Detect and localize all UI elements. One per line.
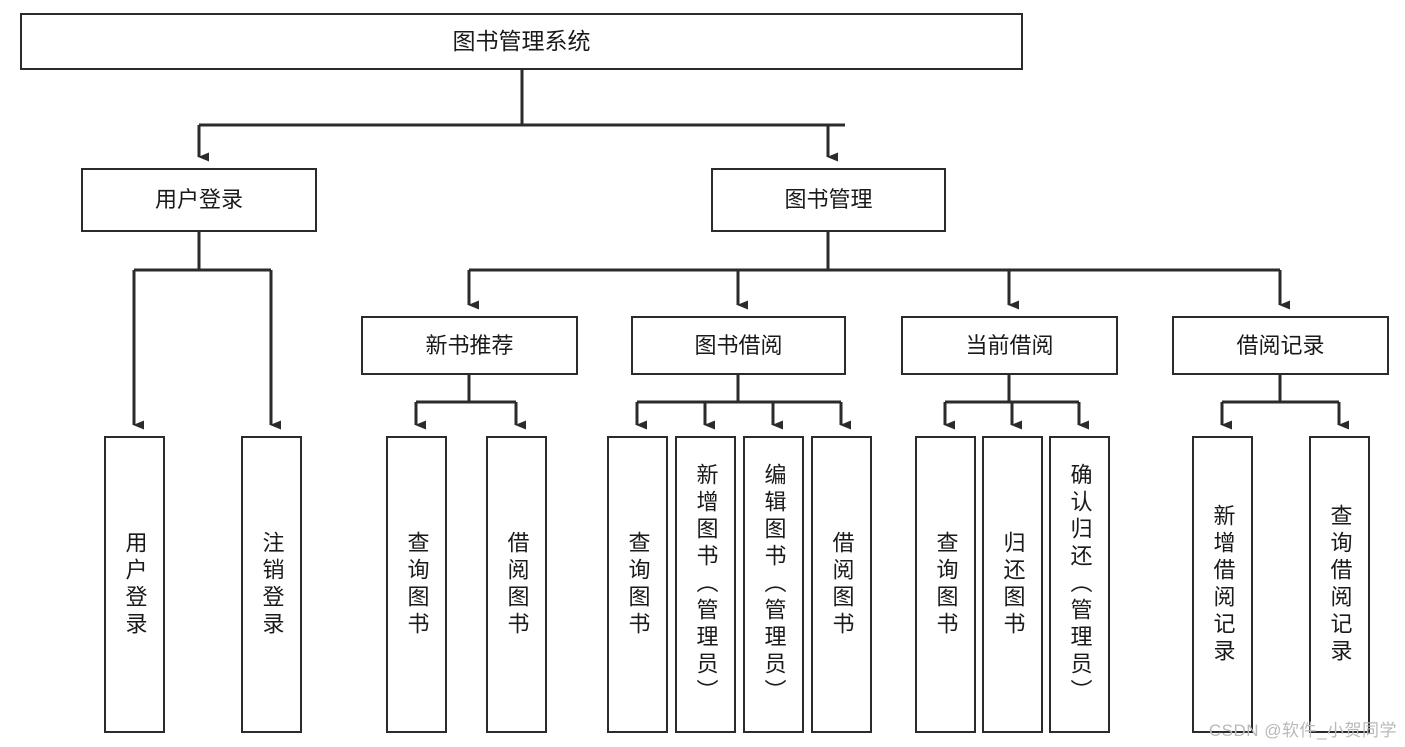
node-user-login[interactable]: 用户登录 [81,168,317,232]
node-leaf-query-book-2[interactable]: 查询图书 [607,436,668,733]
node-user-login-label: 用户登录 [154,187,243,212]
node-root-system[interactable]: 图书管理系统 [20,13,1023,70]
node-leaf-edit-book-label: 编辑图书（管理员） [761,463,787,706]
node-current-borrow[interactable]: 当前借阅 [901,316,1118,375]
node-leaf-borrow-book-2[interactable]: 借阅图书 [811,436,872,733]
node-leaf-query-book-1-label: 查询图书 [404,530,430,639]
node-leaf-query-book-3-label: 查询图书 [933,530,959,639]
csdn-watermark: CSDN @软件_小贺同学 [1208,721,1397,740]
node-leaf-add-book[interactable]: 新增图书（管理员） [675,436,736,733]
node-leaf-confirm-return-label: 确认归还（管理员） [1067,463,1093,706]
node-new-book-recommend-label: 新书推荐 [425,332,514,358]
node-leaf-return-book-label: 归还图书 [1000,530,1026,639]
node-leaf-query-record-label: 查询借阅记录 [1327,503,1353,666]
node-leaf-logout-login-label: 注销登录 [259,530,285,639]
node-leaf-logout-login[interactable]: 注销登录 [241,436,302,733]
node-leaf-borrow-book-1-label: 借阅图书 [504,530,530,639]
node-book-manage[interactable]: 图书管理 [711,168,946,232]
node-current-borrow-label: 当前借阅 [965,332,1054,358]
node-leaf-add-record[interactable]: 新增借阅记录 [1192,436,1253,733]
node-borrow-record[interactable]: 借阅记录 [1172,316,1389,375]
node-leaf-confirm-return[interactable]: 确认归还（管理员） [1049,436,1110,733]
node-book-borrow[interactable]: 图书借阅 [631,316,846,375]
node-leaf-edit-book[interactable]: 编辑图书（管理员） [743,436,804,733]
node-new-book-recommend[interactable]: 新书推荐 [361,316,578,375]
node-book-borrow-label: 图书借阅 [694,332,783,358]
node-leaf-user-login[interactable]: 用户登录 [104,436,165,733]
node-root-system-label: 图书管理系统 [452,28,591,54]
node-leaf-add-book-label: 新增图书（管理员） [693,463,719,706]
node-leaf-borrow-book-1[interactable]: 借阅图书 [486,436,547,733]
node-leaf-user-login-label: 用户登录 [122,530,148,639]
node-leaf-query-book-1[interactable]: 查询图书 [386,436,447,733]
node-borrow-record-label: 借阅记录 [1236,332,1325,358]
node-leaf-return-book[interactable]: 归还图书 [982,436,1043,733]
node-leaf-borrow-book-2-label: 借阅图书 [829,530,855,639]
node-leaf-query-record[interactable]: 查询借阅记录 [1309,436,1370,733]
node-leaf-add-record-label: 新增借阅记录 [1210,503,1236,666]
node-leaf-query-book-2-label: 查询图书 [625,530,651,639]
node-leaf-query-book-3[interactable]: 查询图书 [915,436,976,733]
node-book-manage-label: 图书管理 [784,187,873,212]
